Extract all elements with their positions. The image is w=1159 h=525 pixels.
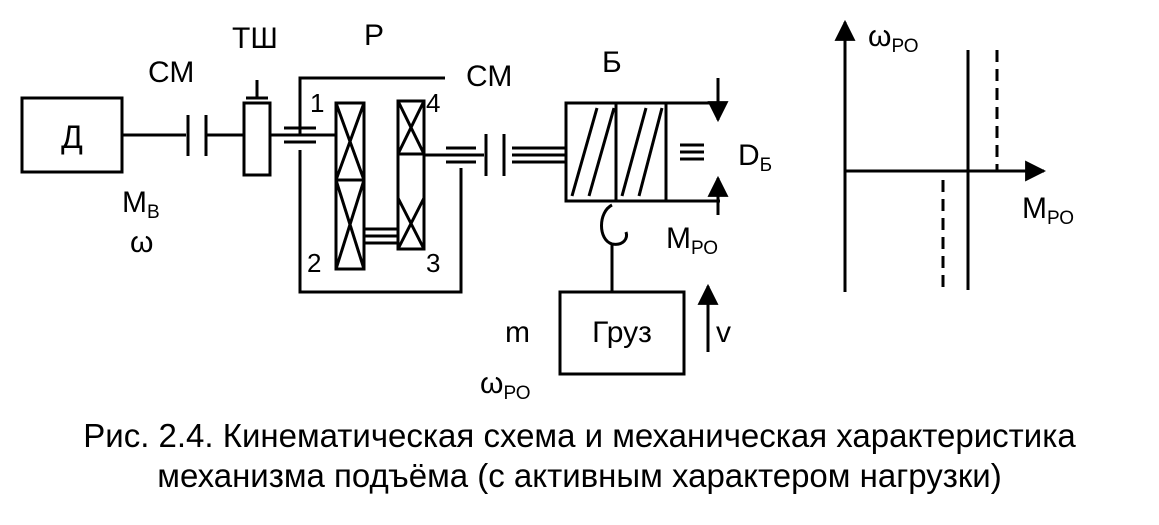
coupling-1 bbox=[186, 115, 208, 156]
drum-diameter-label: DБ bbox=[738, 139, 772, 176]
gear-label-2: 2 bbox=[307, 248, 321, 278]
drum-shaft-left bbox=[512, 146, 566, 164]
x-axis-label: MРО bbox=[1022, 192, 1074, 229]
coupling-label-1: СМ bbox=[148, 56, 194, 89]
gearbox-frame bbox=[298, 76, 463, 294]
brake-drum bbox=[242, 80, 272, 177]
drum-label: Б bbox=[602, 46, 622, 79]
y-axis-label: ωРО bbox=[868, 20, 918, 57]
drum bbox=[564, 101, 720, 203]
input-bearing bbox=[284, 126, 316, 144]
load-label: Груз bbox=[592, 316, 652, 349]
shaft-speed-label: ω bbox=[130, 226, 153, 259]
intermediate-shaft bbox=[364, 227, 398, 245]
gearbox-label: Р bbox=[364, 19, 384, 52]
characteristic-chart bbox=[834, 19, 1047, 292]
output-bearing bbox=[446, 146, 476, 164]
gear-column-right bbox=[396, 99, 426, 251]
load-box bbox=[558, 290, 686, 376]
shaft-torque-label: MВ bbox=[122, 186, 160, 223]
caption-line-2: механизма подъёма (с активным характером… bbox=[157, 457, 1002, 494]
coupling-2 bbox=[484, 134, 506, 176]
coupling-label-2: СМ bbox=[466, 60, 512, 93]
load-torque-label: MРО bbox=[666, 222, 718, 259]
caption-line-1: Рис. 2.4. Кинематическая схема и механич… bbox=[83, 417, 1076, 454]
gear-column-left bbox=[334, 101, 366, 271]
gear-label-1: 1 bbox=[310, 88, 324, 118]
velocity-label: v bbox=[716, 316, 731, 349]
brake-label: ТШ bbox=[232, 22, 278, 55]
drum-shaft-right bbox=[680, 143, 704, 161]
mass-label: m bbox=[505, 316, 530, 349]
motor-label: Д bbox=[61, 119, 83, 155]
gear-label-4: 4 bbox=[426, 88, 440, 118]
load-speed-label: ωРО bbox=[480, 367, 530, 404]
gear-label-3: 3 bbox=[426, 248, 440, 278]
hook bbox=[600, 203, 628, 246]
